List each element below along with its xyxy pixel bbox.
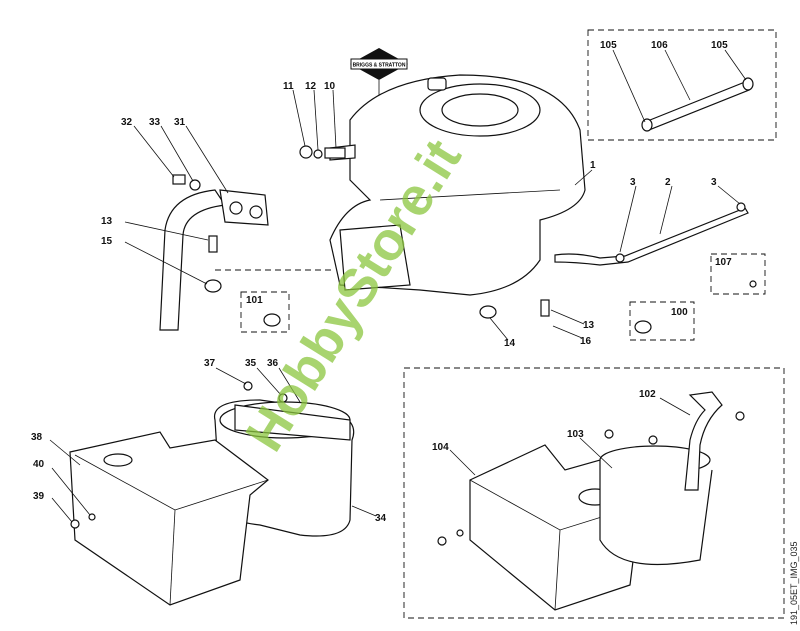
callout-1: 1 [590,160,596,171]
image-code: 191_05ET_IMG_035 [789,541,799,625]
callout-35: 35 [245,358,257,369]
callout-31: 31 [174,117,186,128]
callout-3: 3 [711,177,717,188]
callout-13: 13 [101,216,113,227]
callout-34: 34 [375,513,387,524]
svg-text:BRIGGS & STRATTON: BRIGGS & STRATTON [353,63,406,69]
callout-100: 100 [671,307,688,318]
callout-32: 32 [121,117,133,128]
part-107-box [710,253,766,295]
callout-101: 101 [246,295,263,306]
callout-12: 12 [305,81,317,92]
callout-107: 107 [715,257,732,268]
heat-shield-38 [69,431,269,606]
muffler-kit-right [469,391,723,611]
leader-lines [49,49,747,523]
callout-11: 11 [283,81,294,92]
callout-104: 104 [432,442,449,453]
fuel-hose-106 [641,77,754,132]
callout-15: 15 [101,236,113,247]
part-101-box [240,291,290,333]
engine-1 [329,74,586,296]
callout-16: 16 [580,336,592,347]
callout-40: 40 [33,459,45,470]
callout-33: 33 [149,117,161,128]
hardware [70,145,757,546]
callout-102: 102 [639,389,656,400]
part-100-box [629,301,695,341]
callout-14: 14 [504,338,516,349]
callout-39: 39 [33,491,45,502]
callout-3: 3 [630,177,636,188]
muffler-kit-box [403,367,785,619]
callout-labels: 105 106 105 11 12 10 32 33 31 1 3 2 3 13… [31,40,732,524]
exhaust-pipe-31 [159,189,269,331]
callout-105: 105 [600,40,617,51]
fuel-line-kit-box [587,29,777,141]
callout-106: 106 [651,40,668,51]
callout-2: 2 [665,177,671,188]
callout-38: 38 [31,432,43,443]
callout-10: 10 [324,81,336,92]
callout-13: 13 [583,320,595,331]
callout-105: 105 [711,40,728,51]
callout-103: 103 [567,429,584,440]
callout-36: 36 [267,358,279,369]
callout-37: 37 [204,358,216,369]
